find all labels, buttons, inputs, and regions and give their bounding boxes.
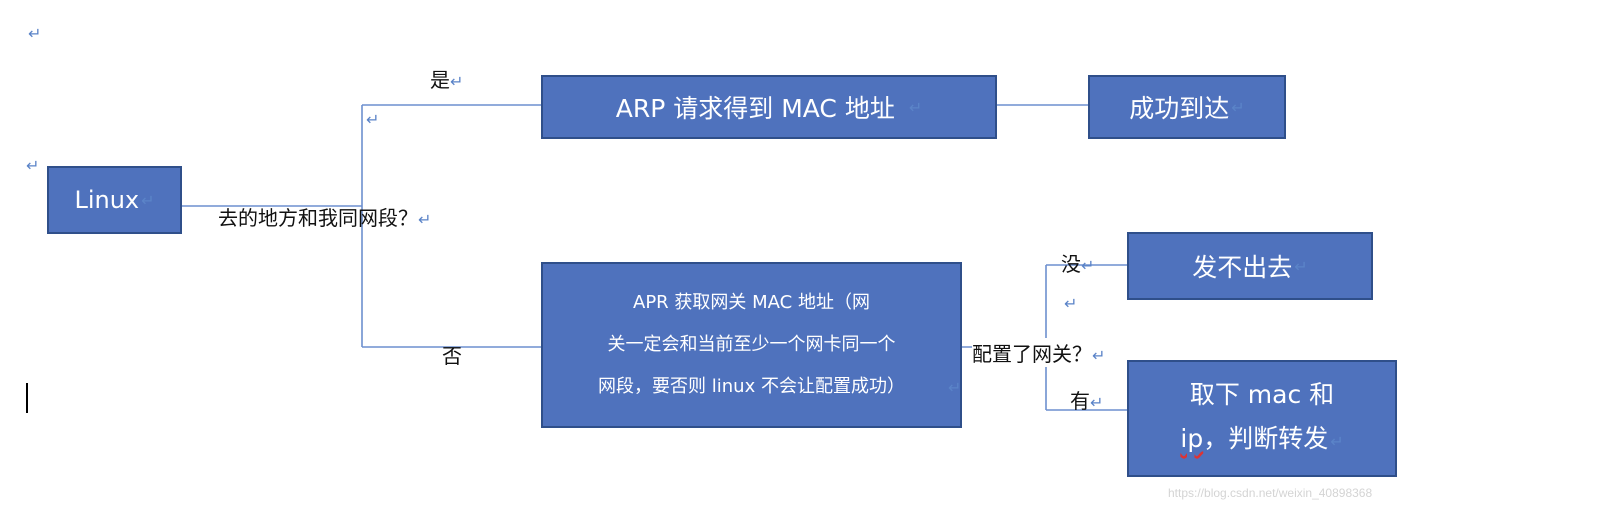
edge-label-none: 没↵ [1061, 252, 1095, 276]
node-send-fail: 发不出去 ↵ [1127, 232, 1373, 300]
node-send-fail-label: 发不出去 [1192, 253, 1293, 282]
node-success: 成功到达 ↵ [1088, 75, 1286, 139]
return-mark: ↵ [1231, 97, 1245, 117]
node-take-mac: 取下 mac 和 ip，判断转发↵ [1127, 360, 1397, 477]
return-mark: ↵ [948, 378, 962, 397]
node-linux-label: Linux [74, 186, 140, 214]
watermark: https://blog.csdn.net/weixin_40898368 [1168, 486, 1373, 500]
node-apr-gateway-label: APR 获取网关 MAC 地址（网 关一定会和当前至少一个网卡同一个 网段，要否… [598, 292, 905, 397]
edge-label-have: 有↵ [1070, 389, 1104, 413]
node-arp-request: ARP 请求得到 MAC 地址 ↵ [541, 75, 997, 139]
return-mark: ↵ [1064, 294, 1078, 313]
text-cursor [26, 383, 28, 413]
return-mark: ↵ [1294, 256, 1308, 276]
node-take-mac-label: 取下 mac 和 ip，判断转发↵ [1180, 380, 1344, 453]
edge-label-no: 否 [442, 344, 462, 368]
return-mark: ↵ [908, 97, 923, 117]
return-mark: ↵ [141, 190, 155, 210]
node-linux: Linux ↵ [47, 166, 182, 234]
node-apr-gateway: APR 获取网关 MAC 地址（网 关一定会和当前至少一个网卡同一个 网段，要否… [541, 262, 962, 428]
return-mark: ↵ [26, 156, 40, 175]
return-mark: ↵ [366, 110, 380, 129]
edge-label-yes: 是↵ [430, 68, 464, 92]
edge-label-gateway: 配置了网关？↵ [972, 338, 1106, 367]
return-mark: ↵ [28, 24, 42, 43]
node-success-label: 成功到达 [1129, 94, 1230, 123]
node-arp-request-label: ARP 请求得到 MAC 地址 [615, 94, 895, 123]
edge-label-same-segment: 去的地方和我同网段？↵ [218, 206, 432, 230]
